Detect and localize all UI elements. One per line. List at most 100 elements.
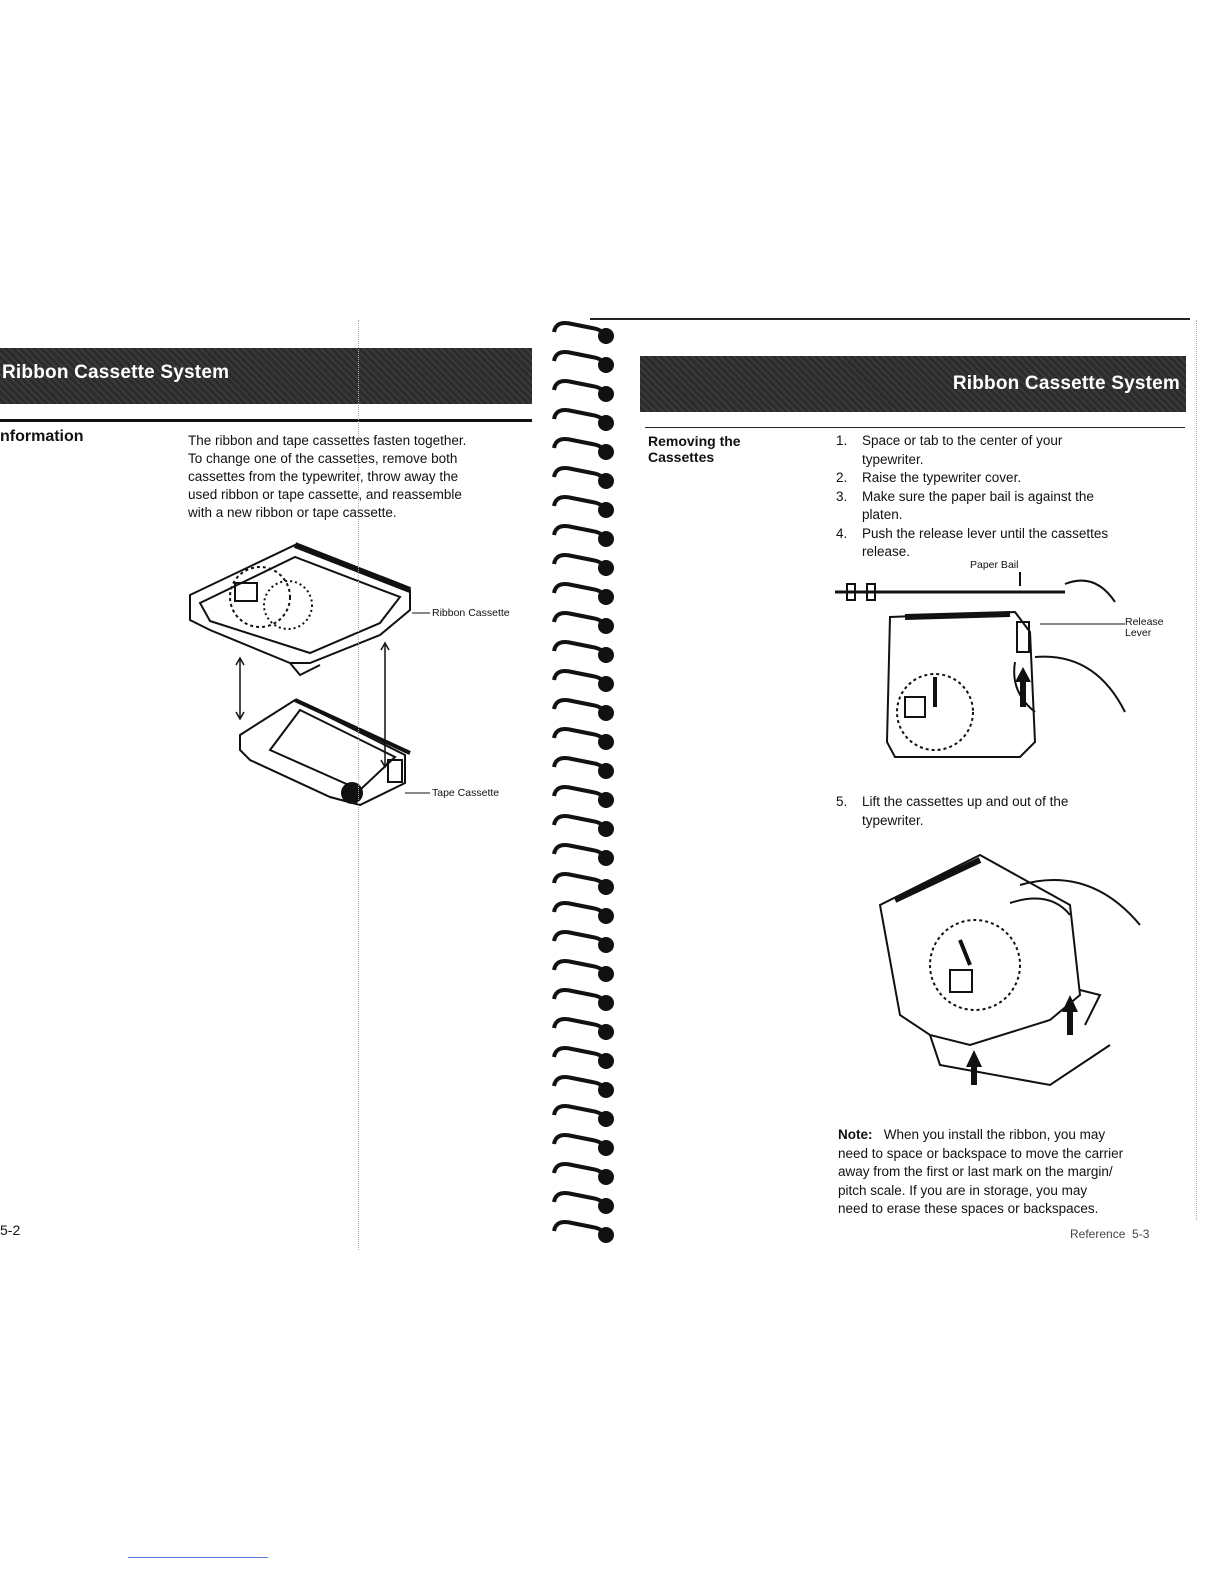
spiral-hole	[598, 937, 614, 953]
paragraph-line: cassettes from the typewriter, throw awa…	[188, 469, 459, 484]
spiral-hole	[598, 908, 614, 924]
right-side-heading: Removing the Cassettes	[648, 433, 741, 465]
spiral-coil	[552, 901, 607, 921]
spiral-coil	[552, 814, 607, 834]
step-number: 1.	[836, 433, 848, 448]
step-item: 1. Space or tab to the center of your ty…	[836, 432, 1176, 469]
right-title-banner	[640, 356, 1186, 412]
spiral-hole	[598, 995, 614, 1011]
note-label: Note:	[838, 1127, 873, 1142]
spiral-coil	[552, 524, 607, 544]
spiral-coil	[552, 553, 607, 573]
right-heading-rule	[645, 427, 1185, 428]
spiral-hole	[598, 589, 614, 605]
note-line: need to space or backspace to move the c…	[838, 1145, 1124, 1161]
note-block: Note: When you install the ribbon, you m…	[838, 1126, 1178, 1219]
spiral-coil	[552, 611, 607, 631]
spiral-hole	[598, 531, 614, 547]
spiral-coil	[552, 408, 607, 428]
spiral-hole	[598, 879, 614, 895]
spiral-hole	[598, 444, 614, 460]
spiral-coil	[552, 785, 607, 805]
ribbon-cassette-label: Ribbon Cassette	[432, 607, 510, 619]
spiral-coil	[552, 437, 607, 457]
spiral-coil	[552, 1104, 607, 1124]
spiral-hole	[598, 1111, 614, 1127]
right-banner-title: Ribbon Cassette System	[952, 373, 1180, 394]
spiral-coil	[552, 930, 607, 950]
paragraph-line: The ribbon and tape cassettes fasten tog…	[188, 433, 467, 448]
left-side-heading: nformation	[0, 428, 84, 445]
note-text: When you install the ribbon, you may	[883, 1127, 1106, 1142]
spiral-coil	[552, 698, 607, 718]
spiral-hole	[598, 357, 614, 373]
spiral-coil	[552, 640, 607, 660]
spiral-hole	[598, 473, 614, 489]
spiral-hole	[598, 1198, 614, 1214]
paragraph-line: with a new ribbon or tape cassette.	[188, 505, 397, 520]
lift-step: 5. Lift the cassettes up and out of the …	[836, 793, 1176, 830]
spiral-hole	[598, 705, 614, 721]
left-column-guide	[358, 320, 359, 1250]
paragraph-line: used ribbon or tape cassette, and reasse…	[188, 487, 462, 502]
spiral-coil	[552, 727, 607, 747]
cassette-assembly-illustration	[189, 542, 430, 807]
step-item: 5. Lift the cassettes up and out of the …	[836, 793, 1176, 830]
step-line: release.	[862, 544, 911, 559]
spiral-hole	[598, 386, 614, 402]
spiral-coil	[552, 1046, 607, 1066]
step-item: 3. Make sure the paper bail is against t…	[836, 488, 1176, 525]
step-number: 3.	[836, 488, 848, 504]
spiral-coil	[552, 843, 607, 863]
step-line: Space or tab to the center of your	[862, 433, 1063, 448]
bottom-link-line	[128, 1557, 268, 1558]
release-label: Release Lever	[1125, 617, 1164, 639]
spiral-hole	[598, 1227, 614, 1243]
step-line: Raise the typewriter cover.	[862, 470, 1022, 485]
spiral-hole	[598, 676, 614, 692]
paragraph-line: To change one of the cassettes, remove b…	[188, 451, 458, 466]
left-title-banner	[0, 348, 532, 404]
note-line: pitch scale. If you are in storage, you …	[838, 1182, 1088, 1198]
tape-cassette-label: Tape Cassette	[432, 787, 500, 799]
spiral-hole	[598, 850, 614, 866]
step-line: typewriter.	[862, 812, 924, 828]
step-line: Push the release lever until the cassett…	[862, 525, 1109, 541]
spiral-hole	[598, 1169, 614, 1185]
spiral-hole	[598, 821, 614, 837]
step-item: 2. Raise the typewriter cover.	[836, 469, 1176, 488]
side-heading-line: Cassettes	[648, 449, 715, 465]
spiral-binding	[552, 321, 614, 1243]
step-number: 4.	[836, 525, 848, 541]
step-number: 2.	[836, 470, 848, 485]
spiral-hole	[598, 618, 614, 634]
side-heading-line: Removing the	[648, 433, 741, 449]
spiral-coil	[552, 582, 607, 602]
step-number: 5.	[836, 794, 848, 809]
spiral-hole	[598, 763, 614, 779]
spiral-coil	[552, 959, 607, 979]
spiral-hole	[598, 1053, 614, 1069]
spiral-hole	[598, 415, 614, 431]
spiral-coil	[552, 1162, 607, 1182]
note-line: need to erase these spaces or backspaces…	[838, 1201, 1099, 1216]
spiral-hole	[598, 792, 614, 808]
spiral-hole	[598, 560, 614, 576]
left-heading-rule	[0, 419, 532, 422]
spiral-coil	[552, 1075, 607, 1095]
spiral-coil	[552, 466, 607, 486]
right-page-footer: Reference 5-3	[1070, 1227, 1150, 1241]
left-page-number: 5-2	[0, 1222, 21, 1238]
spiral-hole	[598, 734, 614, 750]
note-line: Note: When you install the ribbon, you m…	[838, 1126, 1178, 1145]
step-line: typewriter.	[862, 451, 924, 467]
spiral-hole	[598, 502, 614, 518]
step-line: platen.	[862, 507, 903, 522]
release-label-line: Release	[1125, 616, 1164, 628]
note-line: away from the first or last mark on the …	[838, 1164, 1113, 1179]
left-paragraph: The ribbon and tape cassettes fasten tog…	[188, 432, 528, 522]
spiral-coil	[552, 669, 607, 689]
step-line: Lift the cassettes up and out of the	[862, 794, 1069, 809]
spiral-hole	[598, 328, 614, 344]
spiral-hole	[598, 1024, 614, 1040]
